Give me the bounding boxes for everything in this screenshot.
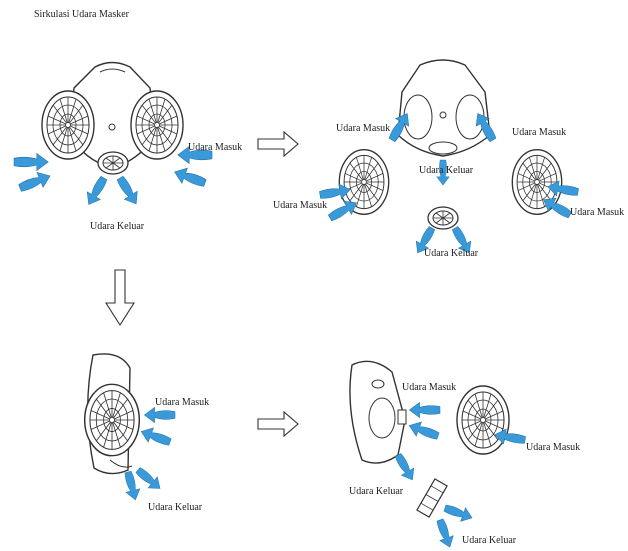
exhaust-arrow bbox=[114, 174, 143, 208]
half-mask-side-icon bbox=[85, 354, 140, 474]
label-exhaust: Udara Keluar bbox=[148, 503, 202, 513]
half-mask-exploded-icon bbox=[339, 60, 561, 229]
label-intake: Udara Masuk bbox=[526, 443, 580, 453]
label-exhaust: Udara Keluar bbox=[424, 249, 478, 259]
label-intake: Udara Masuk bbox=[570, 208, 624, 218]
intake-arrow bbox=[172, 164, 208, 190]
label-intake: Udara Masuk bbox=[188, 143, 242, 153]
label-intake: Udara Masuk bbox=[512, 128, 566, 138]
label-exhaust: Udara Keluar bbox=[419, 166, 473, 176]
half-mask-front-icon bbox=[42, 63, 183, 175]
label-intake: Udara Masuk bbox=[155, 398, 209, 408]
label-exhaust: Udara Keluar bbox=[349, 487, 403, 497]
intake-arrow bbox=[17, 168, 53, 195]
down-arrow-icon bbox=[106, 270, 134, 325]
right-arrow-icon bbox=[258, 132, 298, 156]
label-intake: Udara Masuk bbox=[336, 124, 390, 134]
label-intake: Udara Masuk bbox=[273, 201, 327, 211]
label-intake: Udara Masuk bbox=[402, 383, 456, 393]
right-arrow-icon bbox=[258, 412, 298, 436]
intake-arrow bbox=[14, 153, 48, 170]
label-exhaust: Udara Keluar bbox=[90, 222, 144, 232]
exhaust-arrow bbox=[82, 174, 111, 208]
label-exhaust: Udara Keluar bbox=[462, 536, 516, 546]
